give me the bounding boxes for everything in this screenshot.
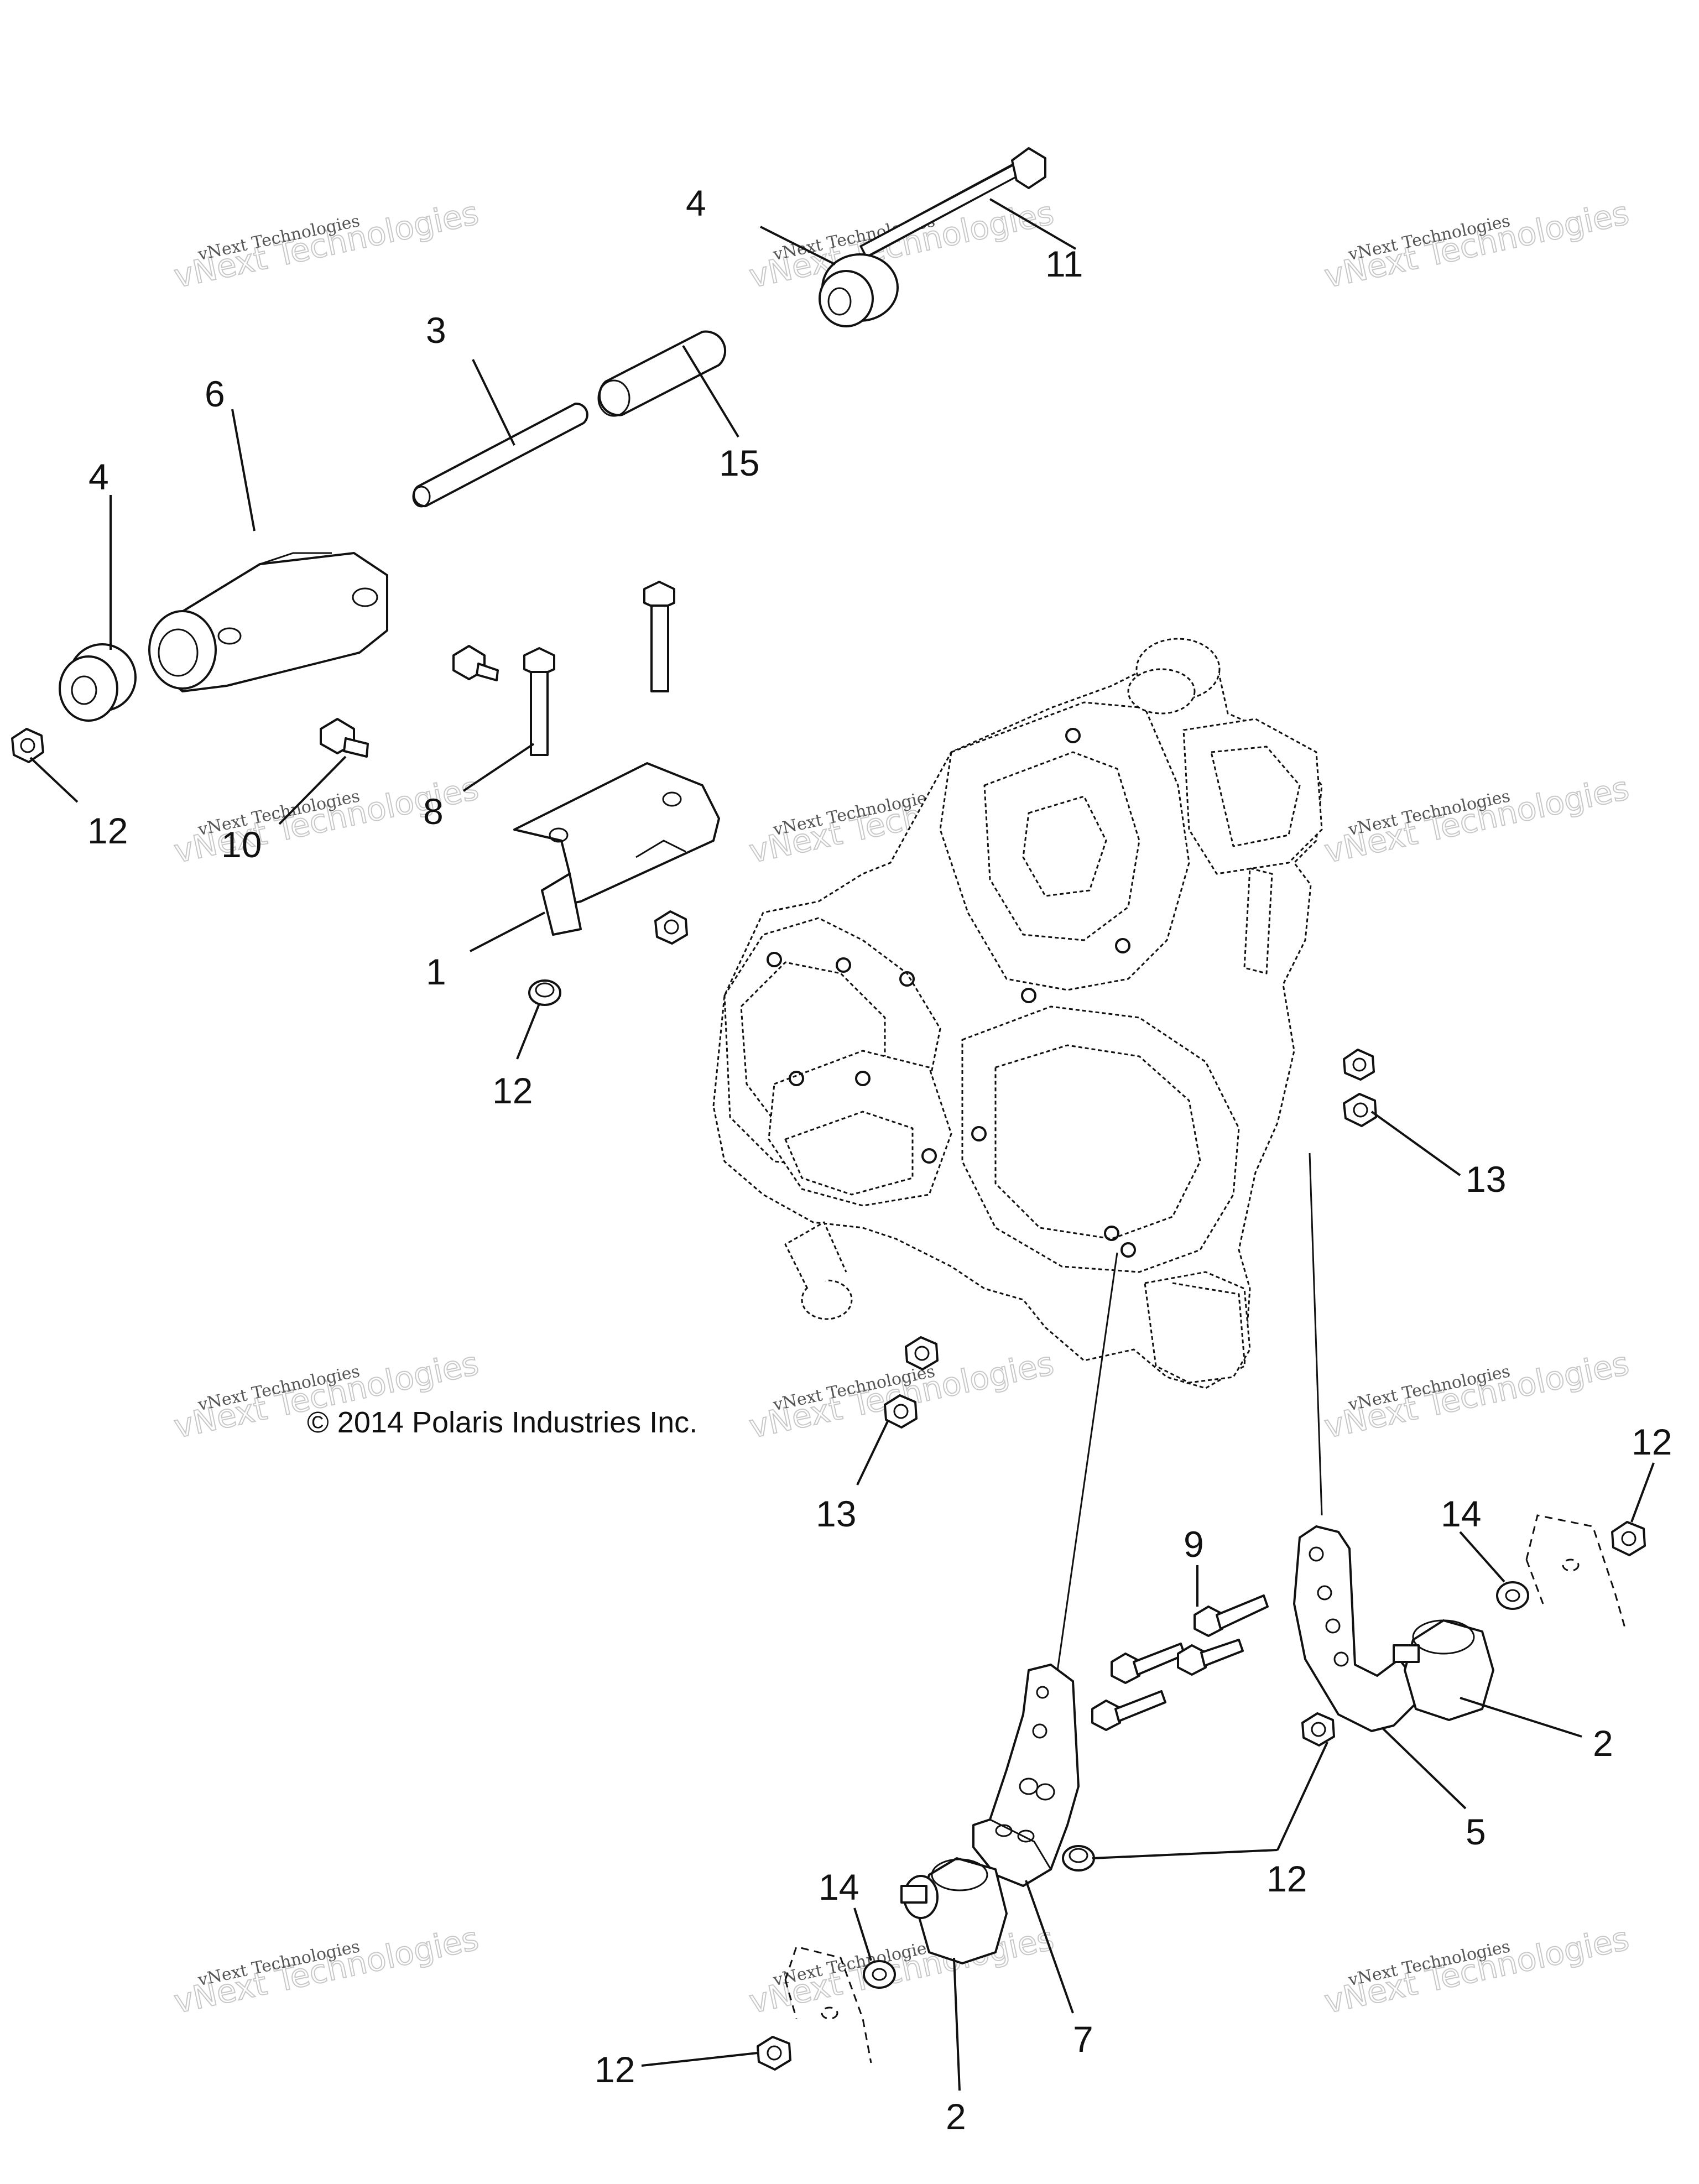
watermark-bottom-center: vNext Technologies vNext Technologies xyxy=(746,1919,1057,2021)
watermark-top-center: vNext Technologies vNext Technologies xyxy=(746,194,1057,296)
oil-cap xyxy=(1127,638,1221,715)
callout-15: 15 xyxy=(719,442,759,483)
part-7-mount-plate xyxy=(972,1664,1080,1887)
callout-2-left: 2 xyxy=(946,2096,966,2137)
callout-13-lower: 13 xyxy=(816,1493,856,1534)
part-14-washer-left xyxy=(863,1960,896,1989)
part-13-nut-lower-b xyxy=(884,1394,918,1429)
callout-12-center: 12 xyxy=(1267,1858,1307,1899)
callout-labels: 4 11 3 15 6 4 12 10 8 1 12 13 13 9 14 12… xyxy=(87,183,1672,2137)
callout-2-right: 2 xyxy=(1593,1723,1613,1764)
callout-5: 5 xyxy=(1466,1811,1486,1852)
callout-12-right: 12 xyxy=(1632,1421,1672,1462)
part-10-bolt xyxy=(320,718,369,758)
copyright-notice: © 2014 Polaris Industries Inc. xyxy=(307,1406,697,1439)
part-12-nut-right xyxy=(1611,1521,1646,1556)
part-13-nut-lower-a xyxy=(905,1336,939,1370)
watermark-lower-right: vNext Technologies vNext Technologies xyxy=(1321,1344,1633,1446)
callout-6: 6 xyxy=(205,373,225,414)
watermark-bottom-right: vNext Technologies vNext Technologies xyxy=(1321,1919,1633,2021)
watermark-lower-center: vNext Technologies vNext Technologies xyxy=(746,1344,1057,1446)
part-9-bolt-c xyxy=(1177,1639,1244,1676)
callout-4-left: 4 xyxy=(88,456,109,497)
callout-7: 7 xyxy=(1073,2019,1093,2060)
part-13-nut-upper-b xyxy=(1343,1093,1377,1127)
part-12-nut-left xyxy=(11,728,44,763)
watermark-bottom-left: vNext Technologies vNext Technologies xyxy=(170,1919,482,2021)
part-9-bolt-d xyxy=(1091,1690,1166,1731)
callout-12-left: 12 xyxy=(87,810,128,851)
watermark-top-left: vNext Technologies vNext Technologies xyxy=(170,194,482,296)
part-4-bushing-top xyxy=(819,253,899,327)
callout-14-right: 14 xyxy=(1441,1493,1481,1534)
engine-bolt-heads xyxy=(767,728,1136,1258)
part-3-rod xyxy=(412,402,588,508)
outlet-pipe xyxy=(784,1221,853,1320)
part-14-washer-right xyxy=(1496,1581,1529,1610)
callout-9: 9 xyxy=(1184,1524,1204,1565)
part-11-through-bolt xyxy=(859,147,1046,259)
callout-4-top: 4 xyxy=(686,183,706,223)
frame-bracket-right xyxy=(1525,1514,1627,1632)
part-2-rubber-mount-left xyxy=(900,1857,1008,1964)
part-12-nut-center xyxy=(1301,1712,1335,1747)
callout-14-left: 14 xyxy=(819,1867,859,1907)
part-bolt-tall xyxy=(643,581,675,692)
part-2-rubber-mount-right xyxy=(1393,1619,1494,1721)
watermark-top-right: vNext Technologies vNext Technologies xyxy=(1321,194,1633,296)
callout-8: 8 xyxy=(423,791,444,832)
part-9-bolt-a xyxy=(1194,1594,1269,1637)
part-5-mount-plate xyxy=(1293,1525,1417,1732)
watermark-mid-right: vNext Technologies vNext Technologies xyxy=(1321,769,1633,871)
callout-13-upper: 13 xyxy=(1466,1159,1506,1200)
leader-lines xyxy=(29,198,1655,2091)
oil-filter xyxy=(1144,1271,1251,1384)
callout-12-mid: 12 xyxy=(492,1070,533,1111)
part-4-bushing-left xyxy=(59,643,137,722)
frame-bracket-left xyxy=(784,1946,872,2063)
part-13-nut-upper-a xyxy=(1343,1049,1375,1081)
callout-11: 11 xyxy=(1045,243,1083,284)
part-15-sleeve xyxy=(597,330,727,417)
callout-3: 3 xyxy=(426,310,446,351)
callout-12-lower-left: 12 xyxy=(595,2049,635,2090)
engine-assembly xyxy=(712,638,1323,1389)
part-12-flange-nut-center xyxy=(1062,1845,1095,1872)
part-1-bracket xyxy=(513,762,720,936)
alignment-lines xyxy=(1052,1153,1323,1698)
part-9-bolt-b xyxy=(1111,1643,1186,1684)
part-12-flange-nut xyxy=(528,979,561,1006)
part-bolt-small xyxy=(452,645,499,681)
part-8-bolt xyxy=(523,647,555,756)
part-12-nut-lower-left xyxy=(757,2036,791,2071)
part-nut-bracket xyxy=(654,910,688,945)
callout-10: 10 xyxy=(221,824,262,865)
callout-1: 1 xyxy=(426,951,446,992)
part-6-mount-bracket xyxy=(148,552,388,692)
